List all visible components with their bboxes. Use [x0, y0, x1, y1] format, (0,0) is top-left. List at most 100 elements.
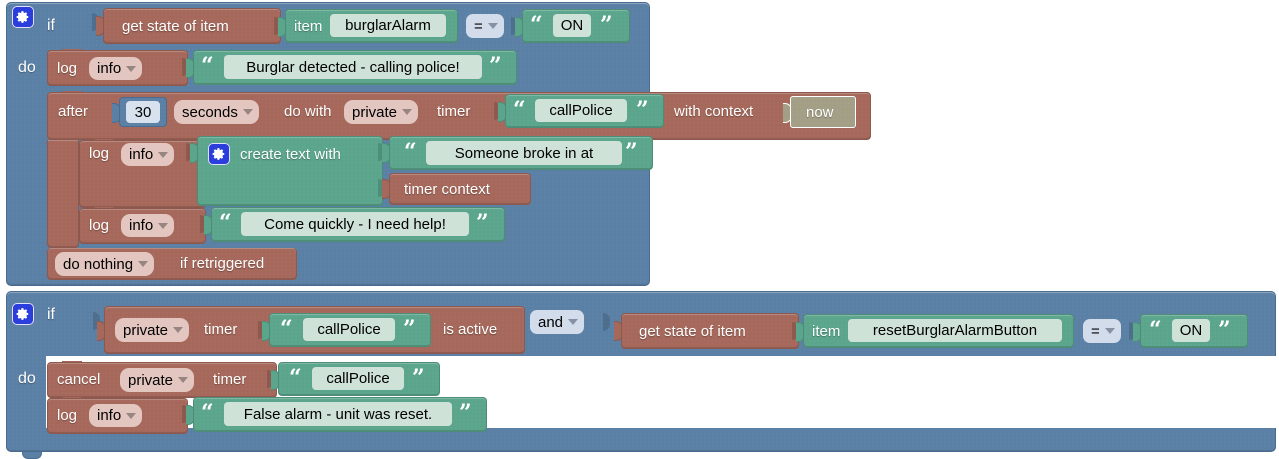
text-part-socket-1: [378, 179, 385, 197]
log-level-value-2: info: [129, 146, 154, 163]
log-label-4: log: [57, 407, 78, 424]
operator-dropdown-1[interactable]: =: [466, 14, 504, 38]
timer-scope-dropdown-3[interactable]: private: [120, 368, 195, 392]
item-socket-2: [792, 322, 799, 340]
timer-label-1: timer: [437, 103, 471, 120]
log-level-dropdown-1[interactable]: info: [89, 57, 143, 80]
is-active-label: is active: [443, 321, 498, 338]
after-timer-body-left[interactable]: [47, 140, 79, 248]
log-level-dropdown-2[interactable]: info: [121, 143, 175, 166]
gear-icon[interactable]: [208, 143, 230, 165]
gear-icon[interactable]: [12, 303, 34, 325]
chevron-down-icon: [402, 109, 413, 115]
compare-socket-1: [511, 17, 518, 35]
operator-value-2: =: [1091, 322, 1100, 340]
create-text-socket: [186, 143, 193, 161]
if-keyword-1: if: [47, 17, 55, 34]
gear-icon[interactable]: [12, 6, 34, 28]
item-label-1: item: [294, 18, 323, 35]
log-label-1: log: [57, 60, 78, 77]
compare-value-field-2[interactable]: ON: [1172, 319, 1210, 342]
log-level-dropdown-3[interactable]: info: [121, 214, 175, 237]
log-message-field-1[interactable]: Burglar detected - calling police!: [224, 55, 482, 79]
after-label: after: [58, 103, 89, 120]
log-level-value-1: info: [97, 60, 122, 77]
log-level-value-3: info: [129, 217, 154, 234]
retrigger-action-dropdown[interactable]: do nothing: [55, 252, 155, 276]
retrigger-label: if retriggered: [180, 255, 265, 272]
log-message-socket-1: [182, 58, 189, 76]
do-keyword-2: do: [18, 370, 36, 387]
do-with-label: do with: [284, 103, 332, 120]
chevron-down-icon: [138, 261, 149, 267]
timer-label-3: timer: [213, 371, 247, 388]
close-quote-3: ”: [636, 97, 649, 123]
timer-scope-value-2: private: [123, 321, 169, 339]
close-quote-5: ”: [476, 210, 489, 236]
item-label-2: item: [812, 323, 841, 340]
close-quote-9: ”: [459, 400, 472, 426]
timer-name-field-1[interactable]: callPolice: [535, 99, 627, 122]
open-quote-3: “: [513, 97, 526, 123]
log-label-3: log: [89, 217, 110, 234]
chevron-down-icon: [568, 319, 579, 325]
close-quote-8: ”: [412, 365, 425, 391]
log-label-2: log: [89, 145, 110, 162]
do-keyword-1: do: [18, 59, 36, 76]
chevron-down-icon: [1104, 328, 1115, 334]
chevron-down-icon: [173, 327, 184, 333]
if-keyword-2: if: [47, 306, 55, 323]
create-text-with-label: create text with: [240, 146, 341, 163]
timer-name-socket-3: [267, 370, 274, 388]
open-quote-5: “: [219, 210, 232, 236]
log-message-field-4[interactable]: False alarm - unit was reset.: [224, 402, 452, 426]
timer-label-2: timer: [204, 321, 238, 338]
item-name-field-1[interactable]: burglarAlarm: [330, 14, 446, 37]
condition-socket-1: [92, 13, 99, 31]
block-texture: [48, 140, 78, 247]
log-level-value-4: info: [97, 407, 122, 424]
open-quote-8: “: [289, 365, 302, 391]
amount-field[interactable]: 30: [126, 101, 160, 123]
timer-scope-dropdown-2[interactable]: private: [115, 318, 190, 342]
chevron-down-icon: [158, 222, 169, 229]
timer-name-field-3[interactable]: callPolice: [312, 367, 404, 390]
compare-socket-2: [1129, 322, 1136, 340]
chevron-down-icon: [178, 377, 189, 383]
open-quote-6: “: [280, 316, 293, 342]
timer-name-field-2[interactable]: callPolice: [303, 318, 395, 341]
timer-scope-value-1: private: [352, 103, 398, 121]
right-condition-socket: [603, 313, 610, 331]
condition-socket-2: [93, 312, 100, 330]
log-message-field-3[interactable]: Come quickly - I need help!: [241, 212, 469, 236]
close-quote-4: ”: [625, 139, 638, 165]
text-part-socket-0: [378, 143, 385, 161]
operator-dropdown-2[interactable]: =: [1083, 319, 1121, 343]
chevron-down-icon: [242, 109, 253, 115]
item-name-field-2[interactable]: resetBurglarAlarmButton: [848, 319, 1062, 342]
log-message-socket-3: [200, 215, 207, 233]
compare-value-field-1[interactable]: ON: [553, 14, 591, 37]
chevron-down-icon: [126, 65, 137, 72]
timer-scope-value-3: private: [128, 371, 174, 389]
text-part-0-field[interactable]: Someone broke in at: [426, 141, 622, 165]
open-quote-7: “: [1149, 317, 1162, 343]
logic-operator-dropdown[interactable]: and: [530, 310, 585, 334]
log-level-dropdown-4[interactable]: info: [89, 404, 143, 427]
timer-name-socket-1: [494, 102, 501, 120]
timer-context-label: timer context: [404, 181, 490, 198]
rule-2-bottom-nub: [22, 452, 42, 459]
close-quote-6: ”: [403, 316, 416, 342]
chevron-down-icon: [126, 412, 137, 419]
close-quote-7: ”: [1218, 317, 1231, 343]
get-state-of-item-label-2: get state of item: [639, 323, 746, 340]
close-quote-1: ”: [600, 12, 613, 38]
close-quote-2: ”: [489, 53, 502, 79]
context-now-label: now: [806, 104, 834, 121]
timer-scope-dropdown-1[interactable]: private: [344, 100, 419, 124]
log-message-socket-4: [182, 405, 189, 423]
time-unit-value: seconds: [182, 103, 238, 121]
logic-operator-value: and: [538, 313, 564, 331]
c-block-gap-1b: [46, 286, 1279, 290]
time-unit-dropdown[interactable]: seconds: [174, 100, 259, 124]
